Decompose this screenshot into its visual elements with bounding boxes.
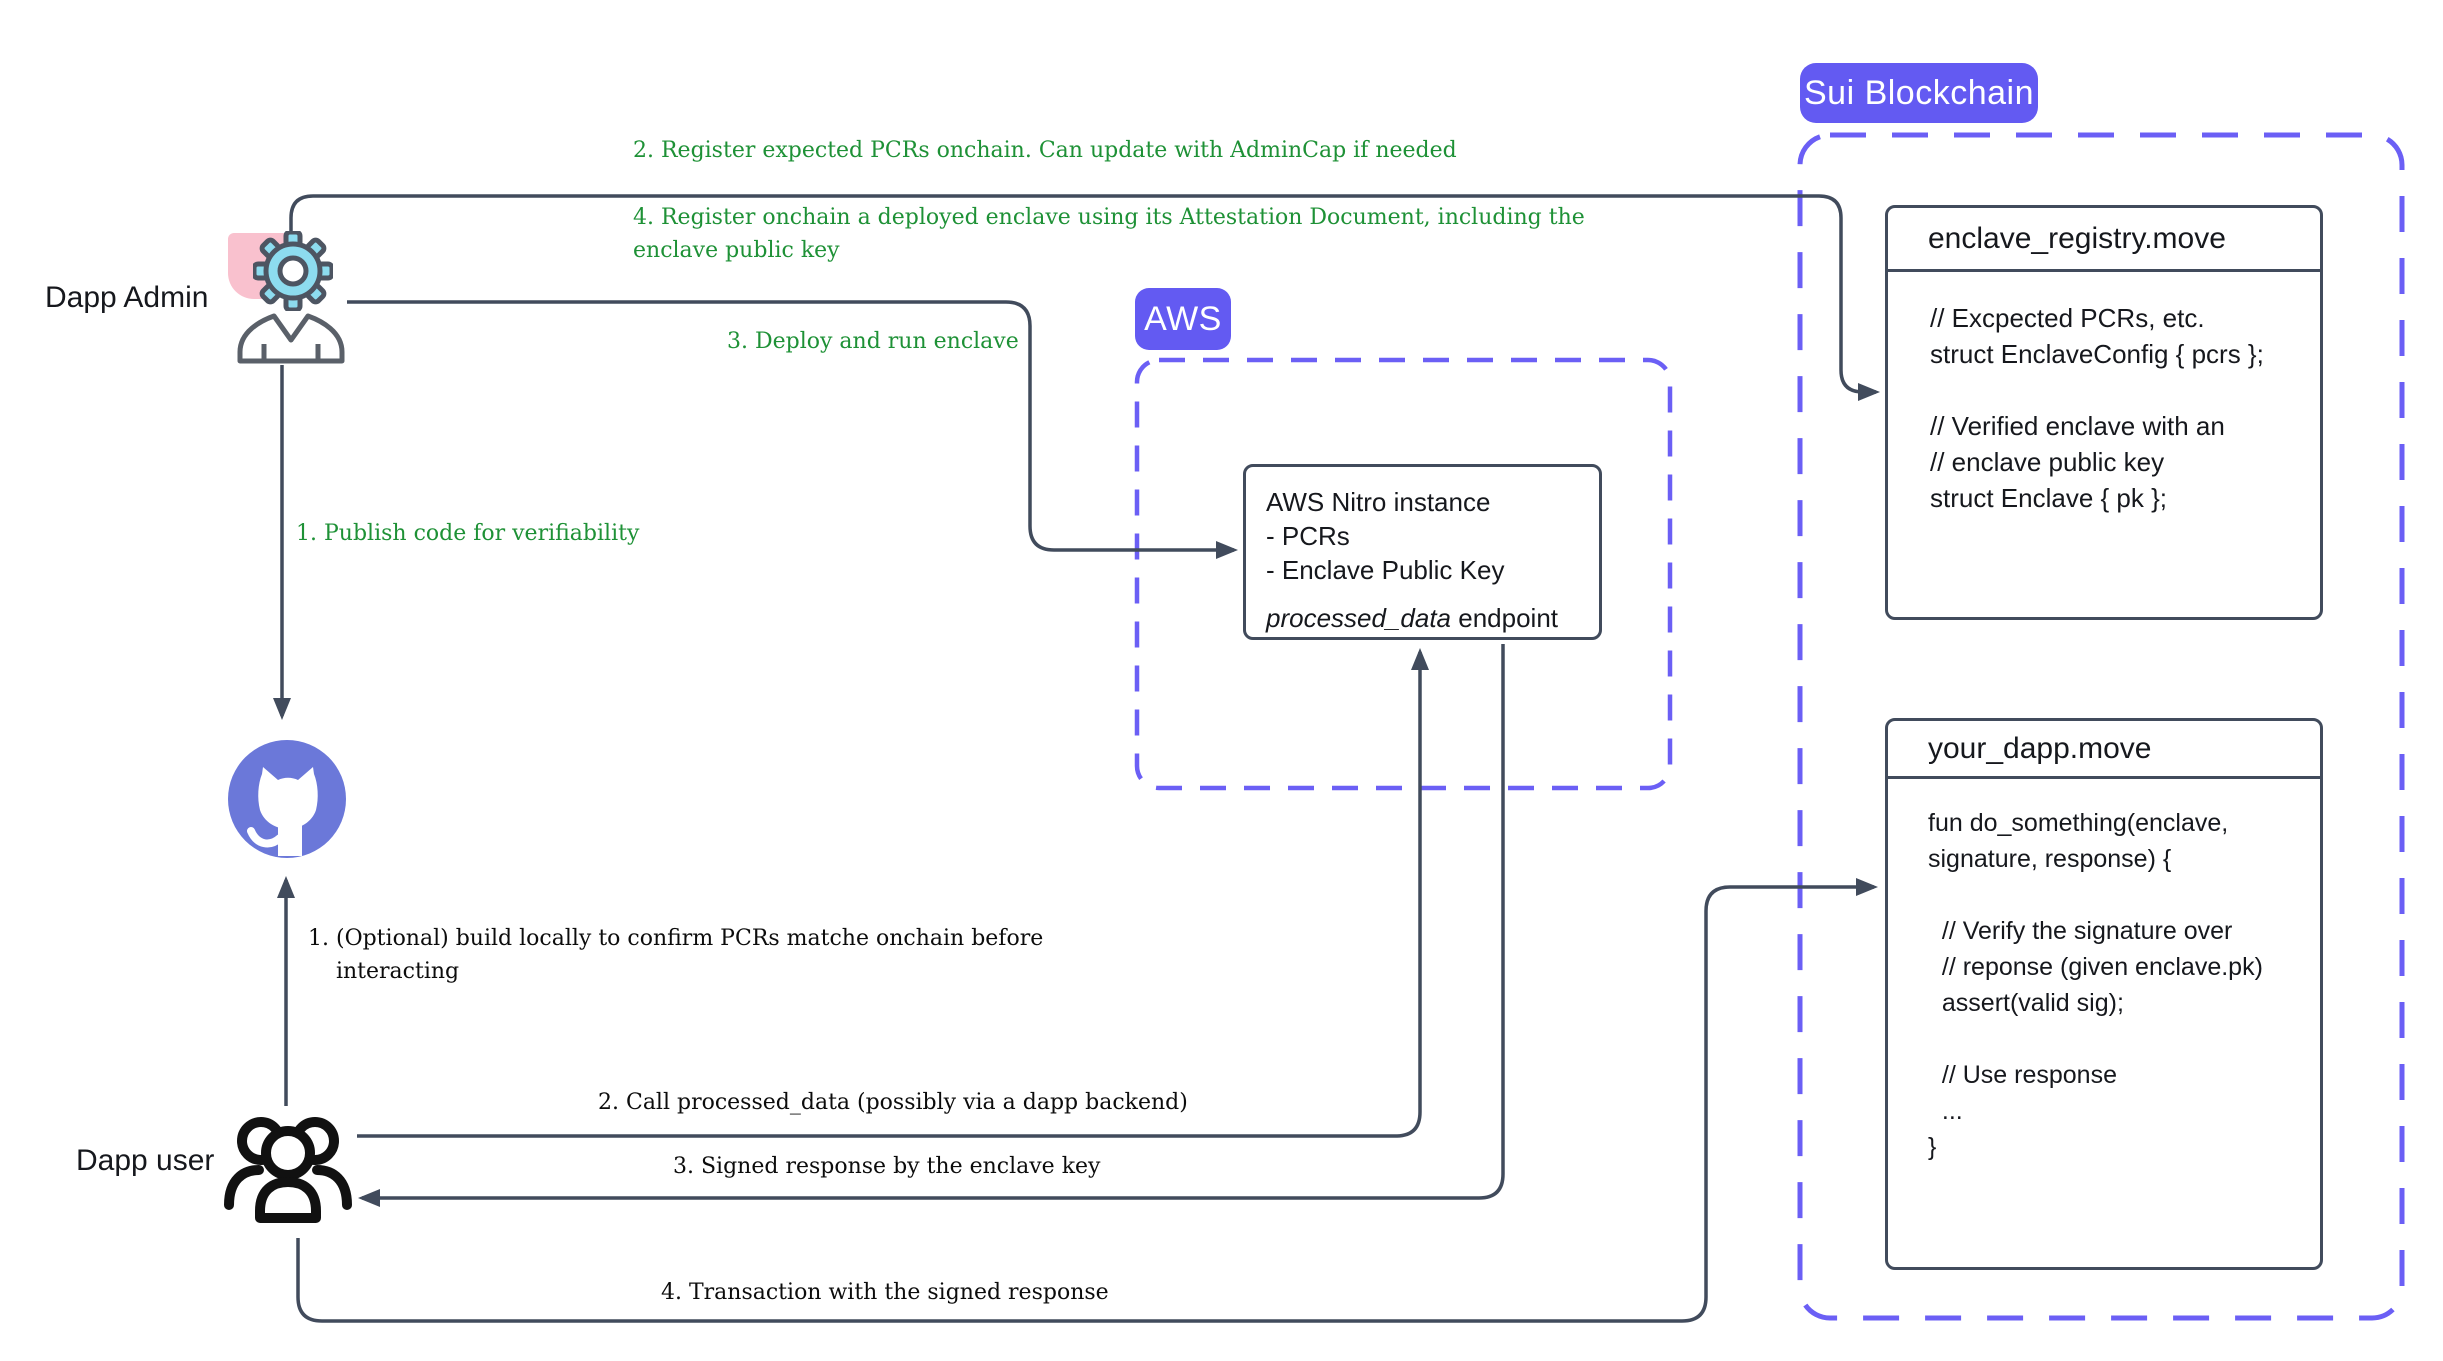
enclave-registry-box: enclave_registry.move // Excpected PCRs,…	[1885, 205, 2323, 620]
admin-step3-label: 3. Deploy and run enclave	[727, 329, 1019, 354]
admin-person-icon	[237, 313, 345, 364]
arrow-user-to-dapp	[296, 878, 1878, 1323]
admin-step2-label: 2. Register expected PCRs onchain. Can u…	[633, 138, 1457, 163]
sui-blockchain-badge: Sui Blockchain	[1800, 63, 2038, 123]
user-group-icon	[224, 1117, 352, 1223]
aws-badge: AWS	[1135, 288, 1231, 350]
user-label: Dapp user	[76, 1144, 215, 1177]
nitro-instance-text: AWS Nitro instance - PCRs - Enclave Publ…	[1266, 487, 1505, 585]
arrow-admin-to-registry	[289, 194, 1880, 401]
enclave-registry-title: enclave_registry.move	[1888, 208, 2320, 272]
admin-step4-label: 4. Register onchain a deployed enclave u…	[633, 205, 1585, 263]
sui-dashed-region	[1797, 132, 2405, 1321]
nitro-endpoint-suffix: endpoint	[1451, 603, 1559, 633]
your-dapp-title: your_dapp.move	[1888, 721, 2320, 779]
your-dapp-code: fun do_something(enclave, signature, res…	[1928, 809, 2263, 1161]
nitro-endpoint-text: processed_data endpoint	[1246, 587, 1599, 634]
github-icon	[228, 740, 346, 858]
user-step3-label: 3. Signed response by the enclave key	[673, 1154, 1101, 1179]
user-step2-label: 2. Call processed_data (possibly via a d…	[598, 1090, 1188, 1115]
enclave-registry-code: // Excpected PCRs, etc. struct EnclaveCo…	[1930, 303, 2264, 513]
gear-icon	[253, 231, 333, 311]
user-step4-label: 4. Transaction with the signed response	[661, 1280, 1109, 1305]
your-dapp-box: your_dapp.move fun do_something(enclave,…	[1885, 718, 2323, 1270]
arrow-admin-to-nitro	[347, 300, 1238, 559]
nitro-endpoint-name: processed_data	[1266, 603, 1452, 633]
admin-label: Dapp Admin	[45, 281, 209, 314]
arrow-user-to-nitro	[357, 648, 1429, 1138]
nitro-instance-box: AWS Nitro instance - PCRs - Enclave Publ…	[1243, 464, 1602, 640]
admin-step1-label: 1. Publish code for verifiability	[296, 521, 640, 546]
arrow-nitro-to-user	[358, 644, 1505, 1207]
user-step1-label: 1. (Optional) build locally to confirm P…	[308, 926, 1044, 984]
aws-dashed-region	[1134, 357, 1673, 791]
